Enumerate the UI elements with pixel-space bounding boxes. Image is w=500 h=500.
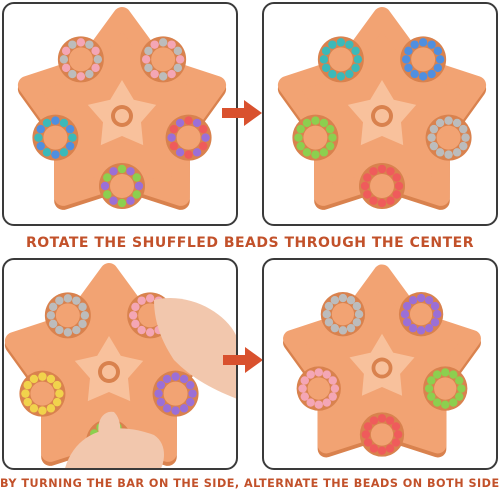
solved-toy-image-2	[283, 264, 481, 458]
arrow-right-icon	[220, 98, 264, 132]
caption-bottom: BY TURNING THE BAR ON THE SIDE, ALTERNAT…	[0, 477, 500, 490]
hands-playing-image	[4, 263, 236, 468]
solved-toy-image	[277, 7, 487, 210]
panel-hands-playing	[2, 258, 238, 470]
panel-solved-toy-2	[262, 258, 498, 470]
caption-top: ROTATE THE SHUFFLED BEADS THROUGH THE CE…	[25, 235, 475, 251]
arrow-right-icon	[221, 345, 265, 379]
panel-shuffled-toy	[2, 2, 238, 226]
shuffled-toy-image	[17, 7, 227, 210]
panel-solved-toy	[262, 2, 498, 226]
